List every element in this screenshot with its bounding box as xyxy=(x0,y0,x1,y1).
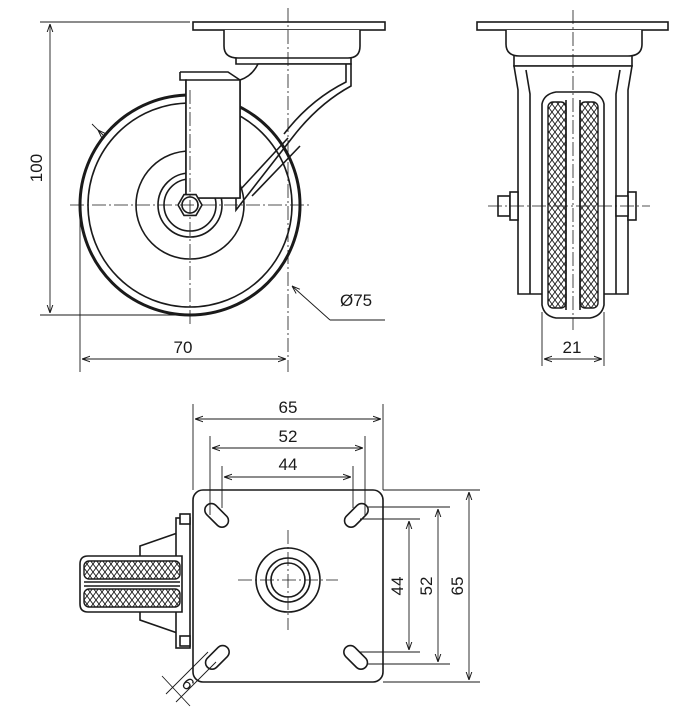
front-top-plate xyxy=(476,21,669,31)
top-tread-lower xyxy=(83,588,181,608)
slot-width-label: 6 xyxy=(178,674,198,694)
height-dimension-label: 100 xyxy=(27,154,46,182)
side-swivel-housing xyxy=(223,30,361,59)
slot-width-dimension-line xyxy=(161,675,191,707)
width-dimension-label: 70 xyxy=(174,338,193,357)
side-view: 100 70 Ø75 xyxy=(27,8,386,372)
mounting-slot-top-right xyxy=(343,502,369,528)
front-tread-right xyxy=(579,101,599,309)
plate-height-label: 65 xyxy=(448,577,467,596)
top-tread-upper xyxy=(83,560,181,580)
plate-width-label: 65 xyxy=(279,398,298,417)
outer-vertical-spacing-label: 52 xyxy=(417,577,436,596)
mounting-slot-top-left xyxy=(204,502,230,528)
diameter-leader xyxy=(292,286,331,321)
mounting-slot-bottom-right xyxy=(343,644,369,670)
inner-vertical-spacing-label: 44 xyxy=(388,577,407,596)
inner-hole-spacing-label: 44 xyxy=(279,455,298,474)
diameter-label: Ø75 xyxy=(340,291,372,310)
front-view: 21 xyxy=(476,10,669,366)
tread-width-label: 21 xyxy=(563,338,582,357)
side-top-plate xyxy=(192,21,386,31)
front-tread-left xyxy=(547,101,567,309)
top-view: 65 52 44 65 52 44 6 xyxy=(79,398,480,707)
outer-hole-spacing-label: 52 xyxy=(279,427,298,446)
mounting-slot-bottom-left xyxy=(204,644,230,670)
